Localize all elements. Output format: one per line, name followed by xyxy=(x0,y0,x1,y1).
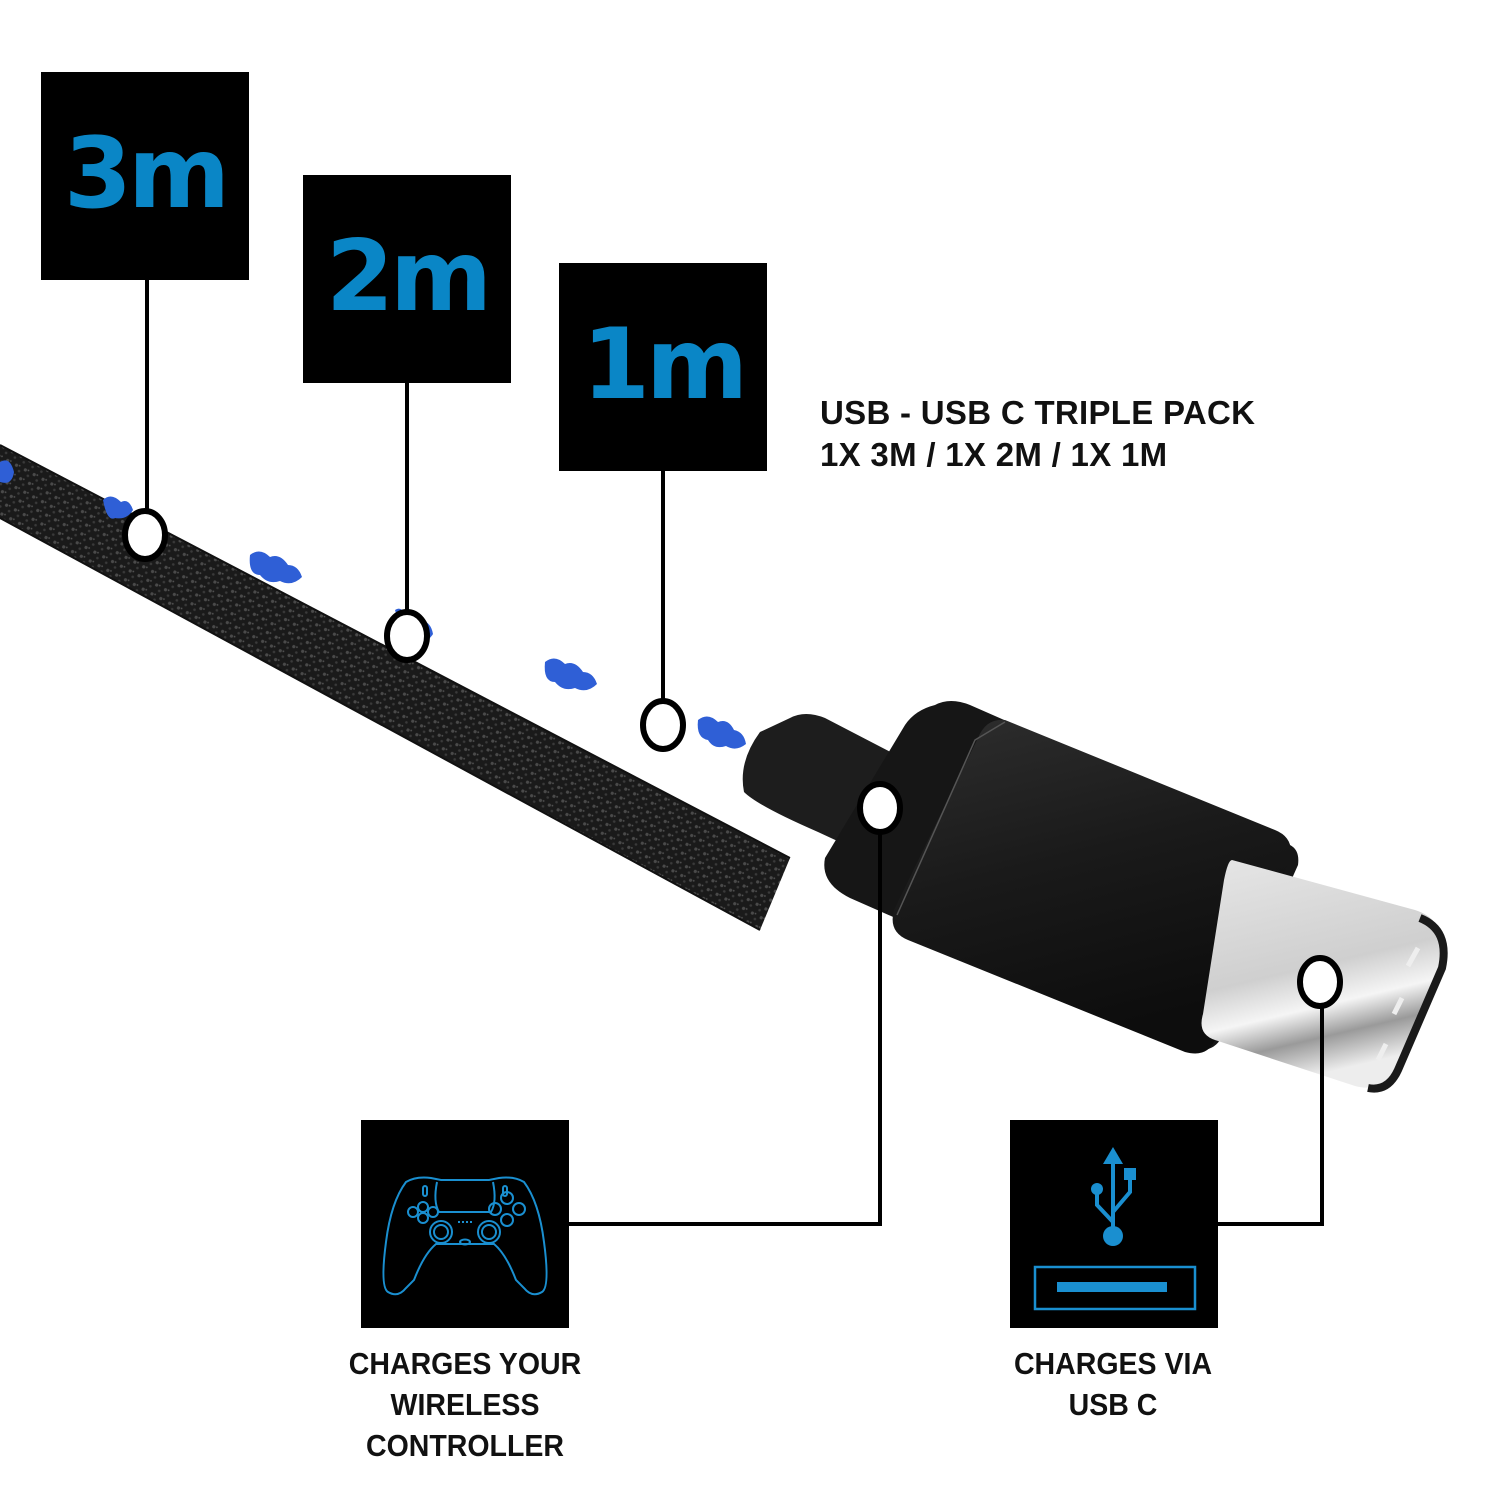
length-label-text: 2m xyxy=(325,220,492,334)
length-label-text: 3m xyxy=(63,117,230,231)
usb-port-outline xyxy=(1033,1265,1197,1311)
product-title-line-2: 1X 3M / 1X 2M / 1X 1M xyxy=(820,436,1168,473)
length-label-text: 1m xyxy=(581,308,748,422)
feature-controller-caption: CHARGES YOUR WIRELESS CONTROLLER xyxy=(327,1343,603,1466)
feature-controller-box xyxy=(361,1120,569,1328)
callout-leader-lines xyxy=(145,279,1324,1226)
product-title: USB - USB C TRIPLE PACK 1X 3M / 1X 2M / … xyxy=(820,392,1255,476)
length-label-2m: 2m xyxy=(303,175,511,383)
length-label-3m: 3m xyxy=(41,72,249,280)
caption-line: WIRELESS xyxy=(390,1387,540,1422)
feature-usb-box xyxy=(1010,1120,1218,1328)
usb-port-slot xyxy=(1057,1282,1167,1292)
length-label-1m: 1m xyxy=(559,263,767,471)
caption-line: CHARGES YOUR xyxy=(348,1346,582,1381)
usb-icon xyxy=(1033,1147,1197,1311)
gamepad-icon xyxy=(382,1176,548,1296)
feature-usb-caption: CHARGES VIA USB C xyxy=(975,1343,1251,1425)
product-title-line-1: USB - USB C TRIPLE PACK xyxy=(820,394,1256,431)
caption-line: CONTROLLER xyxy=(365,1428,565,1463)
connector-body xyxy=(892,719,1291,1054)
callout-dots xyxy=(122,508,1343,1009)
caption-line: USB C xyxy=(1068,1387,1158,1422)
caption-line: CHARGES VIA xyxy=(1013,1346,1213,1381)
